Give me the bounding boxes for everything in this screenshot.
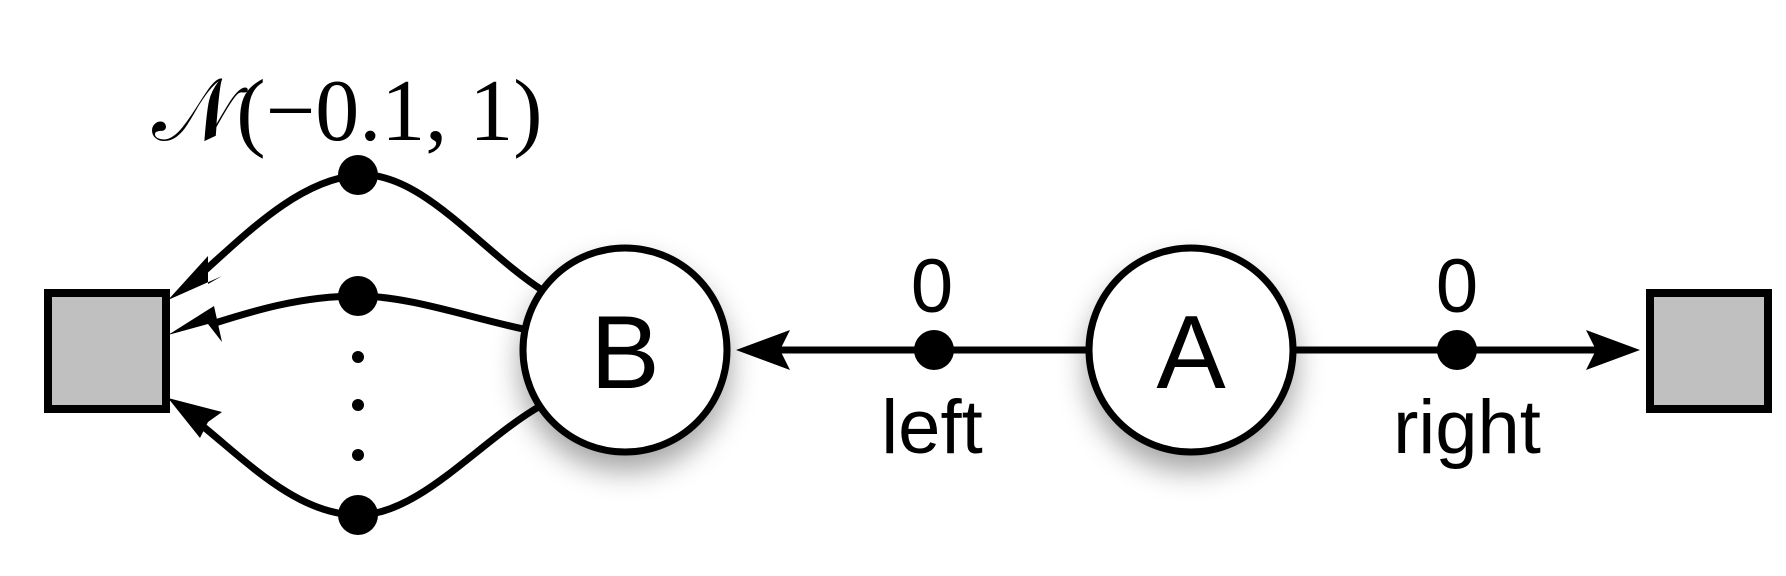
b-outcome-dot-bottom	[338, 495, 378, 535]
right-terminal-state	[1646, 289, 1772, 413]
state-node-b-label: B	[590, 295, 659, 411]
left-terminal-state	[44, 289, 170, 413]
left-action-dot	[914, 330, 954, 370]
right-action-dot	[1437, 330, 1477, 370]
ellipsis-dot	[352, 449, 364, 461]
b-outcome-dot-second	[338, 276, 378, 316]
right-reward-value: 0	[1436, 244, 1478, 329]
left-reward-value: 0	[911, 244, 953, 329]
b-outcome-arrowhead-second	[168, 306, 222, 342]
right-action-label: right	[1393, 385, 1541, 470]
b-outcome-edge-bottom	[201, 401, 546, 519]
b-outcome-dot-top	[338, 155, 378, 195]
state-node-a-label: A	[1156, 295, 1226, 411]
right-action-arrowhead	[1586, 330, 1640, 370]
b-outcome-arrowhead-bottom	[168, 398, 222, 438]
b-outcome-edge-top	[196, 171, 546, 294]
ellipsis-dot	[352, 399, 364, 411]
b-outcome-arrowhead-top	[168, 256, 222, 300]
state-node-a: A	[1085, 244, 1297, 456]
b-reward-distribution-label: 𝒩(−0.1, 1)	[152, 63, 543, 160]
left-action-label: left	[881, 385, 982, 470]
left-action-arrowhead	[736, 330, 790, 370]
ellipsis-dot	[352, 351, 364, 363]
state-node-b: B	[519, 244, 731, 456]
